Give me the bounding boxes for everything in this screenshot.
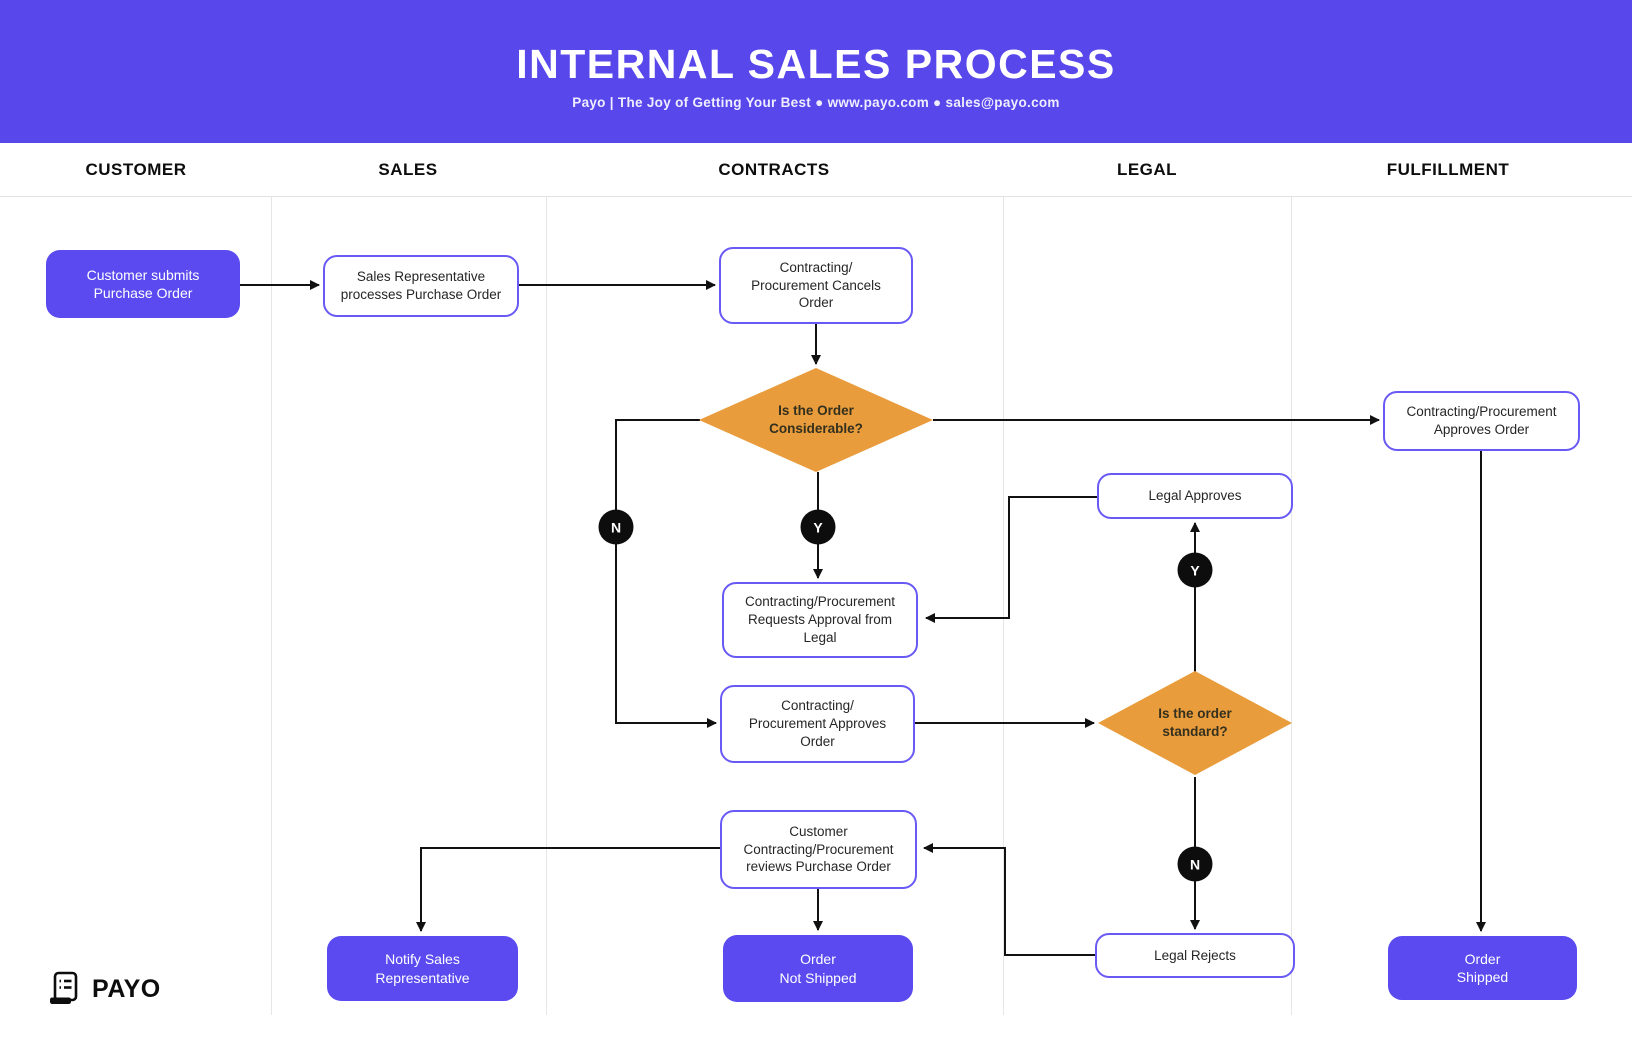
node-legal-rejects: Legal Rejects (1095, 933, 1295, 978)
node-contracting-procurement-approves-order-contracts: Contracting/ Procurement Approves Order (720, 685, 915, 763)
lane-header-customer: CUSTOMER (85, 160, 187, 179)
payo-logo-icon (50, 971, 78, 1004)
lane-header-sales: SALES (378, 160, 438, 179)
node-contracting-procurement-cancels-order: Contracting/ Procurement Cancels Order (719, 247, 913, 324)
lane-divider (1003, 143, 1004, 1015)
node-sales-rep-processes-purchase-order: Sales Representative processes Purchase … (323, 255, 519, 317)
node-customer-submits-purchase-order: Customer submits Purchase Order (46, 250, 240, 318)
payo-logo-text: PAYO (92, 974, 161, 1003)
node-order-shipped: Order Shipped (1388, 936, 1577, 1000)
badge-considerable-no: N (598, 509, 634, 545)
lane-header-fulfillment: FULFILLMENT (1386, 160, 1510, 179)
badge-considerable-yes: Y (800, 509, 836, 545)
node-requests-approval-from-legal: Contracting/Procurement Requests Approva… (722, 582, 918, 658)
lane-header-band (0, 143, 1632, 197)
node-notify-sales-representative: Notify Sales Representative (327, 936, 518, 1001)
page-title: INTERNAL SALES PROCESS (516, 41, 1116, 87)
node-customer-reviews-purchase-order: Customer Contracting/Procurement reviews… (720, 810, 917, 889)
lane-header-contracts: CONTRACTS (718, 160, 830, 179)
edge-reviews-to-notify-sales (416, 847, 720, 932)
node-order-not-shipped: Order Not Shipped (723, 935, 913, 1002)
edge-considerable-no-to-contracts-approves (615, 419, 717, 728)
lane-divider (271, 143, 272, 1015)
title-banner: INTERNAL SALES PROCESS Payo | The Joy of… (0, 0, 1632, 143)
edge-legal-approves-to-requests-approval (925, 496, 1097, 623)
payo-brand: PAYO (46, 970, 161, 1008)
node-contracting-procurement-approves-order-fulfillment: Contracting/Procurement Approves Order (1383, 391, 1580, 451)
badge-standard-no: N (1177, 846, 1213, 882)
node-legal-approves: Legal Approves (1097, 473, 1293, 519)
edge-legal-rejects-to-reviews (923, 843, 1095, 956)
lane-divider (546, 143, 547, 1015)
lane-divider (1291, 143, 1292, 1015)
lane-header-legal: LEGAL (1116, 160, 1178, 179)
page-subtitle: Payo | The Joy of Getting Your Best ● ww… (572, 95, 1060, 110)
badge-standard-yes: Y (1177, 552, 1213, 588)
